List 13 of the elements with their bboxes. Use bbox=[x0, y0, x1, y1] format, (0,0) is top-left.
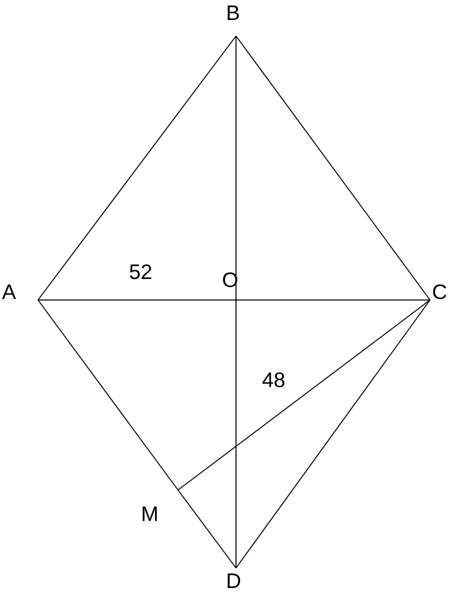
point-label: B bbox=[226, 3, 240, 24]
point-label: A bbox=[2, 282, 16, 303]
point-label: D bbox=[226, 571, 242, 592]
line-segment bbox=[178, 300, 430, 490]
length-label: 48 bbox=[262, 370, 286, 391]
line-segment bbox=[236, 300, 430, 568]
point-label: C bbox=[432, 282, 448, 303]
point-label: M bbox=[141, 504, 158, 525]
line-segment bbox=[236, 36, 430, 300]
line-segment bbox=[38, 300, 178, 490]
length-label: 52 bbox=[129, 262, 152, 283]
line-segment bbox=[178, 490, 236, 568]
line-segment bbox=[38, 36, 236, 300]
